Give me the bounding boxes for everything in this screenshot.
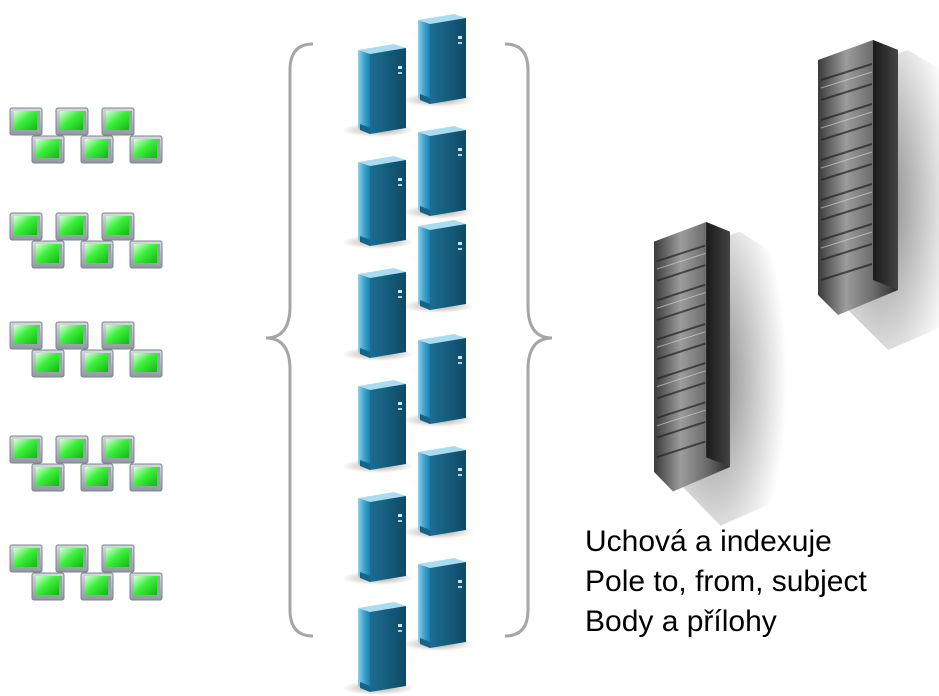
client-computer-groups bbox=[9, 107, 163, 601]
client-computer-icon bbox=[31, 463, 65, 492]
client-computer-icon bbox=[55, 321, 89, 350]
client-group bbox=[9, 321, 163, 378]
caption-line-3: Body a přílohy bbox=[585, 605, 777, 638]
client-computer-icon bbox=[129, 463, 163, 492]
client-computer-icon bbox=[129, 240, 163, 269]
right-curly-brace-icon bbox=[504, 42, 553, 638]
tower-server-icon bbox=[402, 446, 474, 539]
tower-server-icon bbox=[342, 380, 414, 473]
server-cluster bbox=[342, 14, 474, 695]
rack-server-icon bbox=[653, 221, 788, 527]
client-computer-icon bbox=[80, 135, 114, 164]
tower-server-icon bbox=[342, 44, 414, 137]
tower-server-icon bbox=[402, 14, 474, 107]
caption-line-1: Uchová a indexuje bbox=[585, 525, 832, 558]
client-computer-icon bbox=[9, 107, 43, 136]
tower-server-icon bbox=[402, 334, 474, 427]
client-computer-icon bbox=[129, 349, 163, 378]
rack-server-icon bbox=[817, 39, 939, 351]
client-computer-icon bbox=[31, 135, 65, 164]
client-computer-icon bbox=[80, 240, 114, 269]
left-curly-brace-icon bbox=[265, 42, 314, 638]
client-computer-icon bbox=[101, 544, 135, 573]
client-computer-icon bbox=[129, 572, 163, 601]
client-computer-icon bbox=[9, 212, 43, 241]
client-computer-icon bbox=[55, 435, 89, 464]
client-computer-icon bbox=[31, 572, 65, 601]
client-computer-icon bbox=[80, 572, 114, 601]
client-group bbox=[9, 107, 163, 164]
tower-server-icon bbox=[342, 492, 414, 585]
tower-server-icon bbox=[342, 602, 414, 695]
client-group bbox=[9, 544, 163, 601]
storage-servers bbox=[653, 39, 939, 527]
client-computer-icon bbox=[101, 212, 135, 241]
client-computer-icon bbox=[101, 107, 135, 136]
client-computer-icon bbox=[80, 349, 114, 378]
client-computer-icon bbox=[9, 435, 43, 464]
tower-server-icon bbox=[342, 156, 414, 249]
client-computer-icon bbox=[9, 544, 43, 573]
client-computer-icon bbox=[31, 240, 65, 269]
client-computer-icon bbox=[55, 544, 89, 573]
caption: Uchová a indexuje Pole to, from, subject… bbox=[585, 522, 867, 642]
client-computer-icon bbox=[9, 321, 43, 350]
client-computer-icon bbox=[55, 212, 89, 241]
client-computer-icon bbox=[101, 435, 135, 464]
client-group bbox=[9, 435, 163, 492]
client-computer-icon bbox=[129, 135, 163, 164]
client-computer-icon bbox=[31, 349, 65, 378]
tower-server-icon bbox=[402, 220, 474, 313]
client-computer-icon bbox=[80, 463, 114, 492]
tower-server-icon bbox=[402, 558, 474, 651]
client-computer-icon bbox=[101, 321, 135, 350]
tower-server-icon bbox=[342, 268, 414, 361]
tower-server-icon bbox=[402, 126, 474, 219]
client-computer-icon bbox=[55, 107, 89, 136]
client-group bbox=[9, 212, 163, 269]
caption-line-2: Pole to, from, subject bbox=[585, 565, 867, 598]
